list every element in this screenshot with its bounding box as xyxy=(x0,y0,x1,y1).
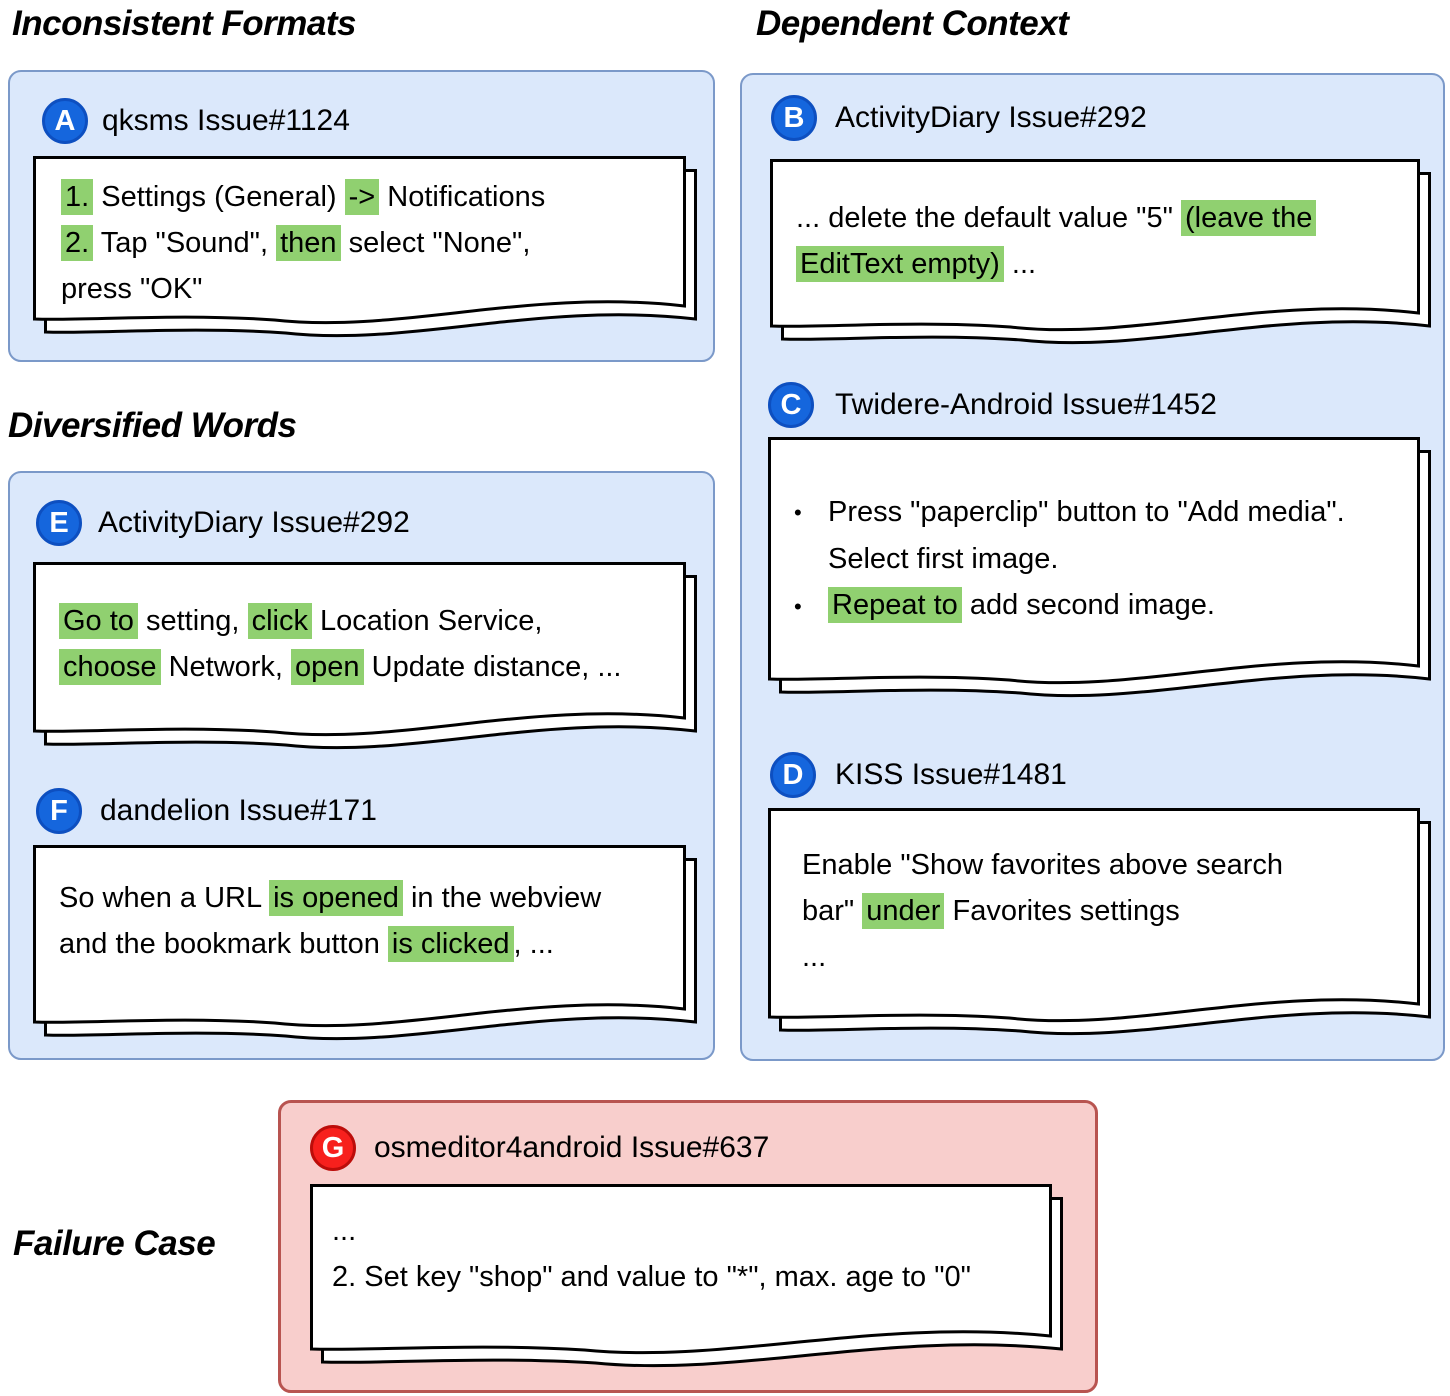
plain-text: Network, xyxy=(160,651,292,683)
issue-header-b: ActivityDiary Issue#292 xyxy=(835,101,1147,134)
section-title-dependent-context: Dependent Context xyxy=(756,4,1069,43)
section-title-inconsistent-formats: Inconsistent Formats xyxy=(12,4,356,43)
issue-header-d: KISS Issue#1481 xyxy=(835,758,1067,791)
plain-text: ... xyxy=(332,1215,357,1247)
issue-header-g: osmeditor4android Issue#637 xyxy=(374,1131,770,1164)
text-line: press "OK" xyxy=(61,266,673,312)
plain-text: setting, xyxy=(137,605,248,637)
plain-text: So when a URL xyxy=(59,882,270,914)
issue-text-e: Go to setting, click Location Service,ch… xyxy=(33,562,673,690)
text-line: ... delete the default value "5" (leave … xyxy=(796,195,1407,241)
document-shape-a xyxy=(33,156,697,338)
highlighted-text: under xyxy=(862,893,945,929)
plain-text: bar" xyxy=(802,895,863,927)
plain-text: Notifications xyxy=(379,181,546,213)
plain-text: 2. Set key "shop" and value to "*", max.… xyxy=(332,1261,971,1293)
plain-text: Enable "Show favorites above search xyxy=(802,849,1284,881)
badge-d: D xyxy=(770,752,816,798)
badge-b: B xyxy=(771,95,817,141)
document-card-g: ... 2. Set key "shop" and value to "*", m… xyxy=(310,1184,1063,1368)
section-title-failure-case: Failure Case xyxy=(13,1224,216,1263)
text-line: Select first image. xyxy=(794,536,1407,582)
text-line: EditText empty) ... xyxy=(796,241,1407,287)
highlighted-text: is clicked xyxy=(387,926,514,962)
text-line: ... xyxy=(332,1208,1039,1254)
bullet-icon: • xyxy=(794,500,802,526)
highlighted-text: 1. xyxy=(61,179,94,215)
issue-text-d: Enable "Show favorites above search bar" … xyxy=(768,808,1407,980)
highlighted-text: Go to xyxy=(59,603,138,639)
badge-f: F xyxy=(36,788,82,834)
plain-text: Favorites settings xyxy=(944,895,1180,927)
document-shape-g xyxy=(310,1184,1063,1368)
issue-header-c: Twidere-Android Issue#1452 xyxy=(835,388,1217,421)
plain-text: Settings (General) xyxy=(93,181,345,213)
text-line: 2. Tap "Sound", then select "None", xyxy=(61,220,673,266)
highlighted-text: -> xyxy=(344,179,380,215)
issue-text-g: ... 2. Set key "shop" and value to "*", m… xyxy=(310,1184,1039,1300)
section-title-diversified-words: Diversified Words xyxy=(8,406,297,445)
text-line: Go to setting, click Location Service, xyxy=(59,598,673,644)
plain-text: in the webview xyxy=(402,882,602,914)
plain-text: ... delete the default value "5" xyxy=(796,202,1181,234)
plain-text: , ... xyxy=(513,928,554,960)
highlighted-text: then xyxy=(276,225,341,261)
highlighted-text: 2. xyxy=(61,225,94,261)
plain-text: select "None", xyxy=(340,227,531,259)
plain-text: Tap "Sound", xyxy=(93,227,277,259)
badge-e: E xyxy=(36,500,82,546)
badge-c: C xyxy=(768,382,814,428)
highlighted-text: click xyxy=(247,603,312,639)
plain-text: Update distance, ... xyxy=(363,651,622,683)
document-card-e: Go to setting, click Location Service,ch… xyxy=(33,562,697,750)
plain-text: ... xyxy=(1003,248,1037,280)
issue-header-e: ActivityDiary Issue#292 xyxy=(98,506,410,539)
highlighted-text: Repeat to xyxy=(828,587,962,624)
text-line: 2. Set key "shop" and value to "*", max.… xyxy=(332,1254,1039,1300)
badge-a: A xyxy=(42,98,88,144)
document-card-d: Enable "Show favorites above search bar" … xyxy=(768,808,1431,1036)
badge-g: G xyxy=(310,1125,356,1171)
text-line: • Press "paperclip" button to "Add media"… xyxy=(794,489,1407,536)
plain-text: add second image. xyxy=(961,589,1215,622)
bullet-icon: • xyxy=(794,593,802,619)
issue-header-a: qksms Issue#1124 xyxy=(102,104,350,137)
highlighted-text: is opened xyxy=(269,880,403,916)
highlighted-text: EditText empty) xyxy=(796,246,1004,282)
plain-text: Press "paperclip" button to "Add media". xyxy=(828,496,1345,528)
plain-text: press "OK" xyxy=(61,273,203,305)
document-card-c: • Press "paperclip" button to "Add media"… xyxy=(768,437,1431,698)
text-line: choose Network, open Update distance, ..… xyxy=(59,644,673,690)
text-line: ... xyxy=(802,934,1407,980)
text-line: So when a URL is opened in the webview xyxy=(59,875,673,921)
text-line: Enable "Show favorites above search xyxy=(802,842,1407,888)
issue-header-f: dandelion Issue#171 xyxy=(100,794,377,827)
text-line: and the bookmark button is clicked, ... xyxy=(59,921,673,967)
plain-text: ... xyxy=(802,941,827,973)
highlighted-text: (leave the xyxy=(1180,200,1317,236)
highlighted-text: choose xyxy=(59,649,161,685)
plain-text: Select first image. xyxy=(828,543,1059,576)
text-line: 1. Settings (General) -> Notifications xyxy=(61,174,673,220)
issue-text-c: • Press "paperclip" button to "Add media"… xyxy=(768,437,1407,630)
plain-text: and the bookmark button xyxy=(59,928,388,960)
text-line: bar" under Favorites settings xyxy=(802,888,1407,934)
document-shape-f xyxy=(33,845,697,1041)
document-shape-d xyxy=(768,808,1431,1036)
document-card-b: ... delete the default value "5" (leave … xyxy=(770,159,1431,345)
plain-text: Location Service, xyxy=(311,605,543,637)
text-line: • Repeat to add second image. xyxy=(794,582,1407,629)
issue-text-b: ... delete the default value "5" (leave … xyxy=(770,159,1407,287)
highlighted-text: open xyxy=(291,649,364,685)
